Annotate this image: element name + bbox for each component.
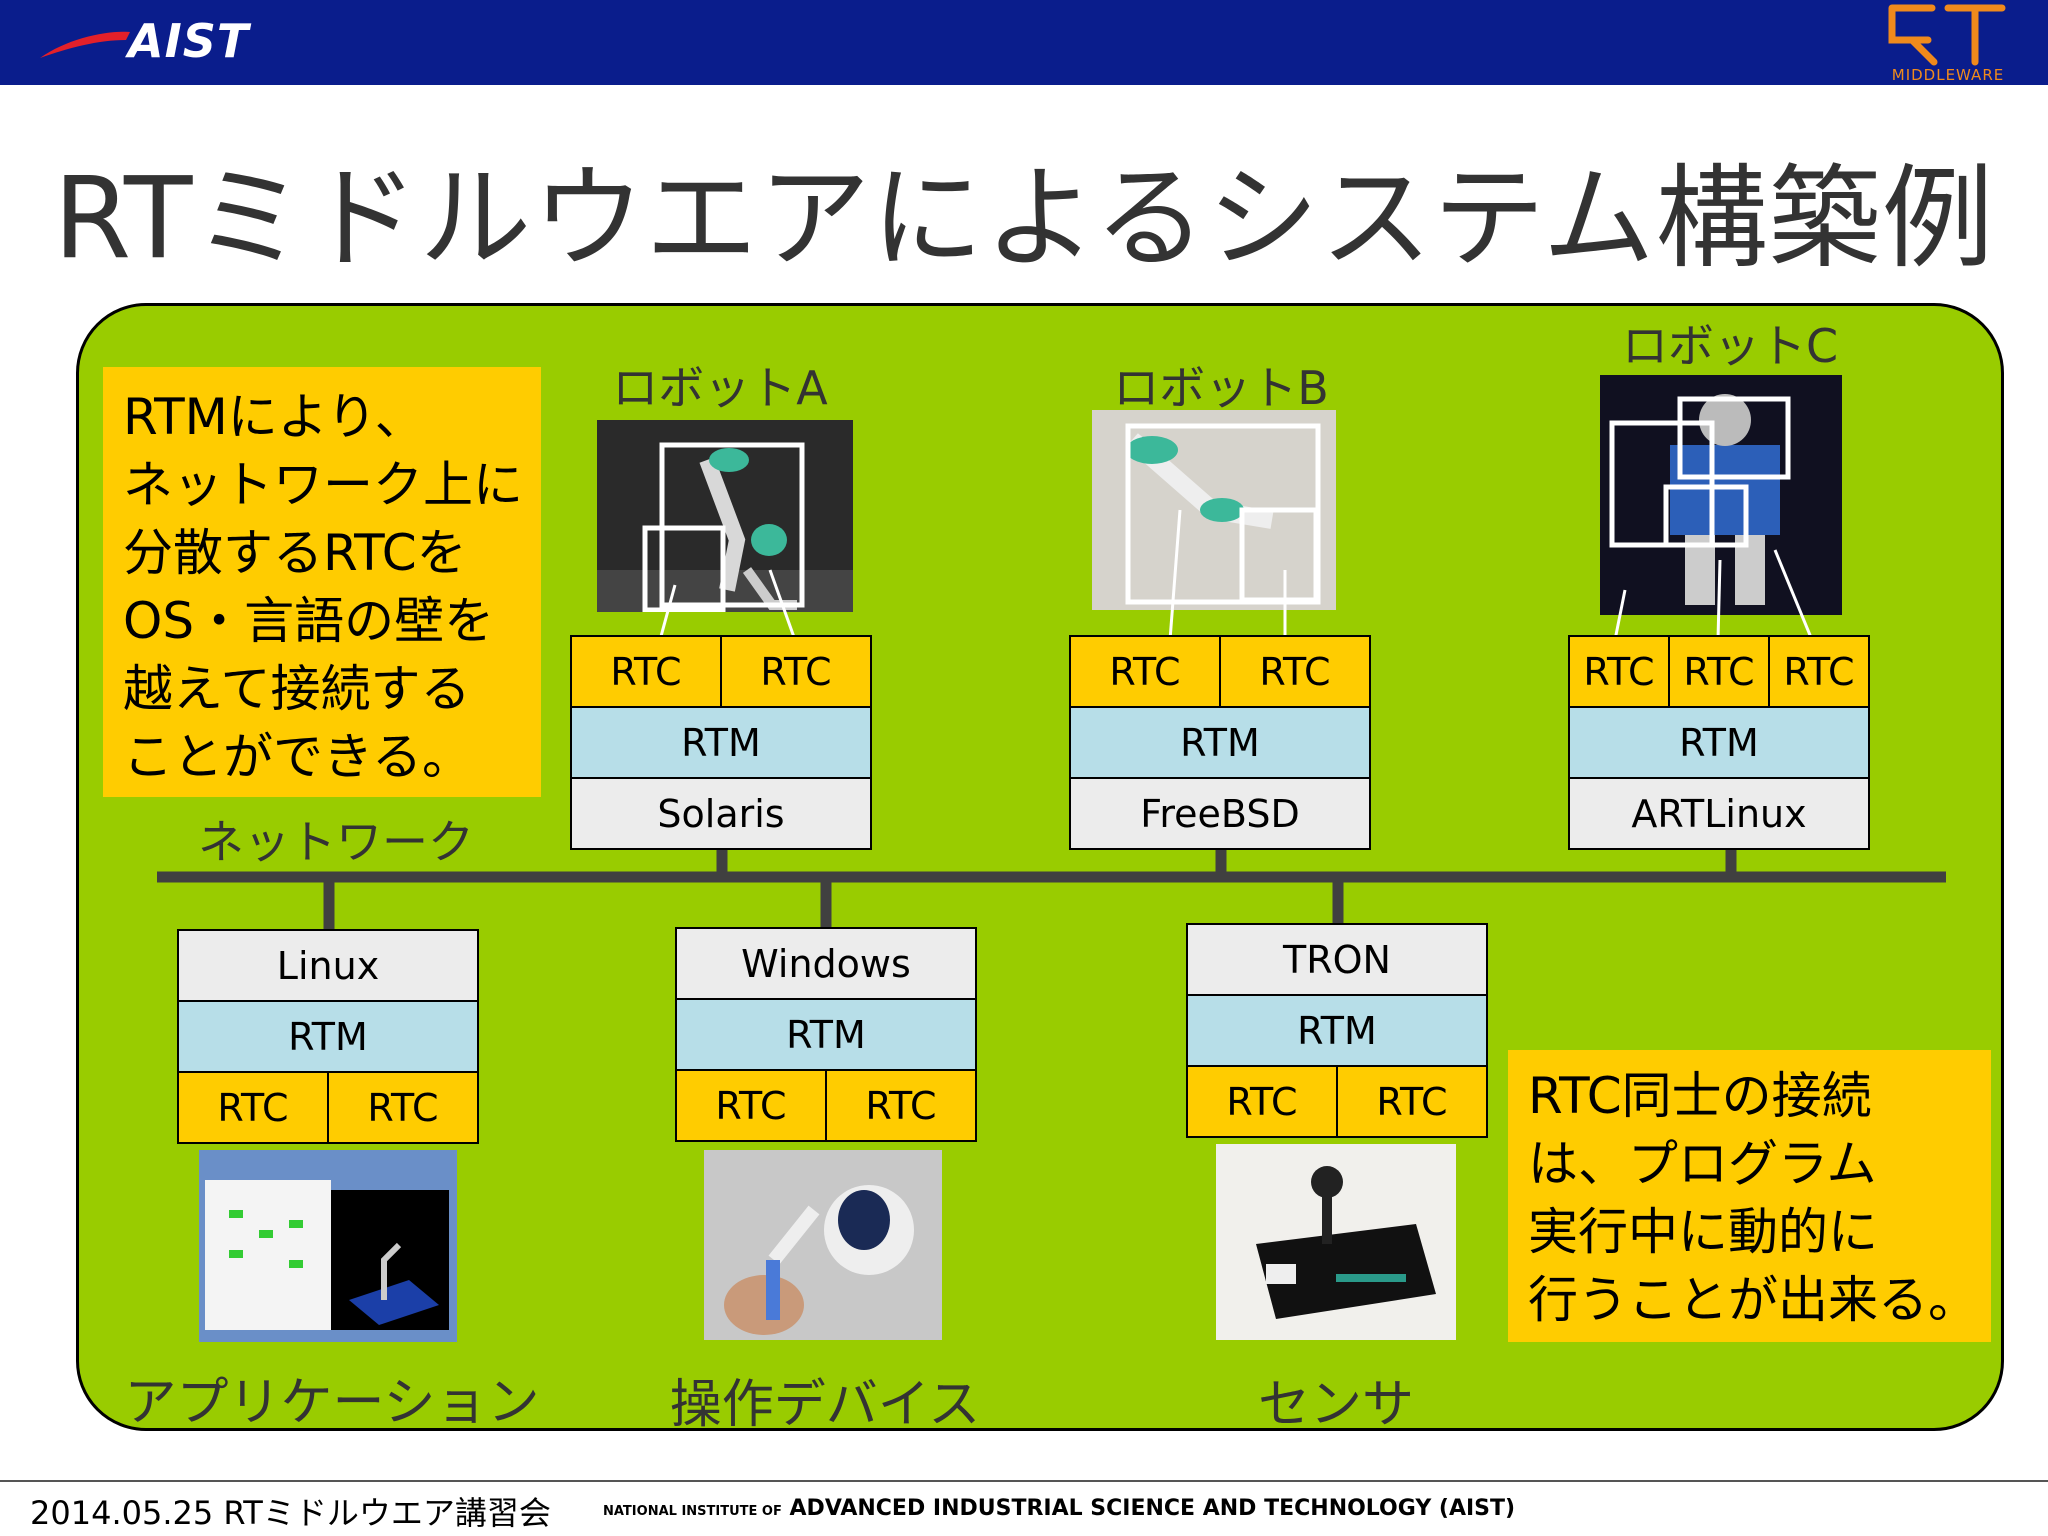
note-line: ことができる。 <box>123 728 472 786</box>
rtm-cell: RTM <box>1188 996 1486 1065</box>
note-dynamic-connection: RTC同士の接続 は、プログラム 実行中に動的に 行うことが出来る。 <box>1508 1050 1991 1342</box>
rtc-cell: RTC <box>1071 637 1219 706</box>
application-stack: Linux RTM RTC RTC <box>177 929 479 1144</box>
robot-b-photo <box>1092 410 1336 610</box>
sensor-caption: センサ <box>1257 1375 1414 1435</box>
slide-title: RTミドルウエアによるシステム構築例 <box>53 154 1995 284</box>
device-stack: Windows RTM RTC RTC <box>675 927 977 1142</box>
application-caption: アプリケーション <box>124 1373 540 1433</box>
os-cell: ARTLinux <box>1570 779 1868 848</box>
os-cell: Windows <box>677 929 975 998</box>
rtm-cell: RTM <box>677 1000 975 1069</box>
rtc-cell: RTC <box>179 1073 327 1142</box>
sensor-joystick-photo <box>1216 1144 1456 1340</box>
footer-org-prefix: NATIONAL INSTITUTE OF <box>603 1504 782 1519</box>
footer-org-name: ADVANCED INDUSTRIAL SCIENCE AND TECHNOLO… <box>789 1496 1516 1521</box>
application-screenshot-photo <box>199 1150 457 1342</box>
rtm-cell: RTM <box>1570 708 1868 777</box>
operation-device-caption: 操作デバイス <box>669 1375 981 1435</box>
footer-date-event: 2014.05.25 RTミドルウエア講習会 <box>30 1494 551 1532</box>
note-line: 実行中に動的に <box>1528 1203 1878 1261</box>
sensor-stack: TRON RTM RTC RTC <box>1186 923 1488 1138</box>
rtc-cell: RTC <box>677 1071 825 1140</box>
os-cell: Linux <box>179 931 477 1000</box>
rtc-cell: RTC <box>825 1071 975 1140</box>
note-rtm-distribution: RTMにより、 ネットワーク上に 分散するRTCを OS・言語の壁を 越えて接続… <box>103 367 541 797</box>
rtc-cell: RTC <box>720 637 870 706</box>
rtc-cell: RTC <box>1668 637 1768 706</box>
rtm-cell: RTM <box>572 708 870 777</box>
footer-organization: NATIONAL INSTITUTE OF ADVANCED INDUSTRIA… <box>603 1496 1515 1521</box>
os-cell: TRON <box>1188 925 1486 994</box>
note-line: RTMにより、 <box>123 388 425 446</box>
robot-b-label: ロボットB <box>1113 361 1329 415</box>
note-line: は、プログラム <box>1528 1135 1877 1193</box>
rtc-cell: RTC <box>572 637 720 706</box>
operation-device-photo <box>704 1150 942 1340</box>
rtc-cell: RTC <box>327 1073 477 1142</box>
footer-divider <box>0 1480 2048 1482</box>
aist-logo-text: AIST <box>128 14 250 68</box>
note-line: 分散するRTCを <box>123 524 467 582</box>
rtc-cell: RTC <box>1768 637 1868 706</box>
rtm-cell: RTM <box>1071 708 1369 777</box>
rt-middleware-logo-icon <box>1888 4 2006 66</box>
robot-c-label: ロボットC <box>1621 319 1839 373</box>
network-label: ネットワーク <box>198 815 474 869</box>
aist-swoosh-icon <box>40 31 130 58</box>
rtc-cell: RTC <box>1219 637 1369 706</box>
note-line: 越えて接続する <box>123 660 471 718</box>
header-bar <box>0 0 2048 85</box>
note-line: OS・言語の壁を <box>123 592 495 650</box>
robot-a-photo <box>597 420 853 612</box>
robot-a-label: ロボットA <box>612 361 828 415</box>
note-line: 行うことが出来る。 <box>1528 1271 1978 1329</box>
note-line: ネットワーク上に <box>123 456 523 514</box>
note-line: RTC同士の接続 <box>1528 1067 1872 1125</box>
rtm-cell: RTM <box>179 1002 477 1071</box>
robot-a-stack: RTC RTC RTM Solaris <box>570 635 872 850</box>
rtc-cell: RTC <box>1188 1067 1336 1136</box>
rtc-cell: RTC <box>1570 637 1668 706</box>
rt-logo-subtitle: MIDDLEWARE <box>1891 66 2005 84</box>
os-cell: Solaris <box>572 779 870 848</box>
robot-c-stack: RTC RTC RTC RTM ARTLinux <box>1568 635 1870 850</box>
robot-b-stack: RTC RTC RTM FreeBSD <box>1069 635 1371 850</box>
rtc-cell: RTC <box>1336 1067 1486 1136</box>
os-cell: FreeBSD <box>1071 779 1369 848</box>
